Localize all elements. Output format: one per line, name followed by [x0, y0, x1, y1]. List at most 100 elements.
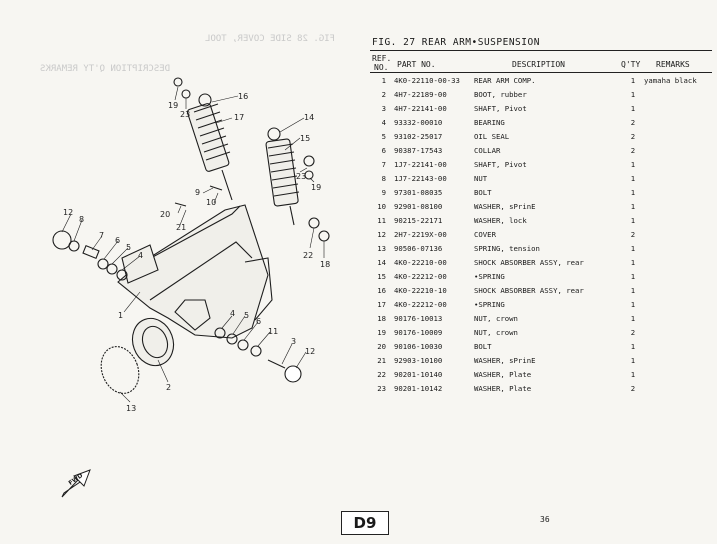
ref-no: 5 — [381, 132, 386, 141]
part-description: SHAFT, Pivot — [474, 160, 527, 169]
part-description: BOLT — [474, 342, 492, 351]
ref-no: 12 — [377, 230, 386, 239]
column-ref-line1: REF. — [372, 54, 392, 63]
part-qty: 2 — [630, 230, 636, 239]
part-description: NUT, crown — [474, 314, 518, 323]
part-qty: 1 — [630, 174, 636, 183]
part-qty: 2 — [630, 384, 636, 393]
ref-no: 8 — [381, 174, 386, 183]
page-code-badge: D9 — [341, 511, 389, 535]
ref-no: 7 — [381, 160, 386, 169]
callout-4-right: 4 — [230, 309, 235, 318]
part-no: 90201-10140 — [394, 370, 443, 379]
ref-no: 22 — [377, 370, 386, 379]
part-qty: 1 — [630, 188, 636, 197]
parts-row: 12 2H7-2219X-00 COVER 2 — [372, 230, 712, 244]
part-description: COVER — [474, 230, 496, 239]
part-no: 4K0-22110-00-33 — [394, 76, 460, 85]
part-qty: 1 — [630, 202, 636, 211]
callout-12-left: 12 — [63, 208, 73, 217]
part-qty: 1 — [630, 342, 636, 351]
part-qty: 1 — [630, 314, 636, 323]
ref-no: 19 — [377, 328, 386, 337]
ref-no: 21 — [377, 356, 386, 365]
front-arrow-icon — [61, 469, 91, 498]
column-ref-line2: NO. — [374, 63, 389, 72]
part-qty: 1 — [630, 216, 636, 225]
callout-6-right: 6 — [256, 317, 261, 326]
page-number: 36 — [540, 515, 550, 524]
part-no: 90215-22171 — [394, 216, 443, 225]
ref-no: 1 — [381, 76, 386, 85]
part-description: WASHER, sPrinE — [474, 356, 536, 365]
part-qty: 1 — [630, 104, 636, 113]
part-description: WASHER, Plate — [474, 370, 532, 379]
callout-23-right: 23 — [296, 172, 306, 181]
callout-21: 21 — [176, 223, 186, 232]
part-no: 4K0-22210-00 — [394, 258, 447, 267]
part-description: WASHER, lock — [474, 216, 527, 225]
part-qty: 1 — [630, 356, 636, 365]
part-no: 4K0-22210-10 — [394, 286, 447, 295]
part-qty: 1 — [630, 160, 636, 169]
header-rule-top — [370, 50, 712, 51]
part-no: 93332-00010 — [394, 118, 443, 127]
part-remarks: yamaha black — [644, 76, 697, 85]
parts-row: 16 4K0-22210-10 SHOCK ABSORBER ASSY, rear 1 — [372, 286, 712, 300]
part-description: •SPRING — [474, 300, 505, 309]
part-description: SHOCK ABSORBER ASSY, rear — [474, 286, 584, 295]
part-qty: 1 — [630, 90, 636, 99]
part-description: BOLT — [474, 188, 492, 197]
callout-18: 18 — [320, 260, 330, 269]
ref-no: 15 — [377, 272, 386, 281]
part-description: NUT — [474, 174, 488, 183]
callout-4-left: 4 — [138, 251, 143, 260]
callout-22: 22 — [303, 251, 313, 260]
part-no: 90201-10142 — [394, 384, 443, 393]
parts-row: 20 90106-10030 BOLT 1 — [372, 342, 712, 356]
callout-9: 9 — [195, 188, 200, 197]
part-no: 90176-10013 — [394, 314, 443, 323]
part-qty: 2 — [630, 132, 636, 141]
ref-no: 20 — [377, 342, 386, 351]
callout-10: 10 — [206, 198, 216, 207]
column-remarks: REMARKS — [656, 60, 690, 69]
part-description: SPRING, tension — [474, 244, 540, 253]
ref-no: 2 — [381, 90, 386, 99]
part-description: NUT, crown — [474, 328, 518, 337]
header-rule-bottom — [370, 72, 712, 73]
shock-absorber-left — [186, 93, 233, 201]
callout-19-right: 19 — [311, 183, 321, 192]
callout-17: 17 — [234, 113, 244, 122]
callout-14: 14 — [304, 113, 314, 122]
part-no: 2H7-2219X-00 — [394, 230, 447, 239]
part-qty: 1 — [630, 286, 636, 295]
ref-no: 13 — [377, 244, 386, 253]
callout-20: 20 — [160, 210, 170, 219]
part-no: 90176-10009 — [394, 328, 443, 337]
part-description: WASHER, Plate — [474, 384, 532, 393]
callout-16: 16 — [238, 92, 248, 101]
part-qty: 1 — [630, 272, 636, 281]
callout-7: 7 — [99, 231, 104, 240]
part-qty: 2 — [630, 328, 636, 337]
ref-no: 16 — [377, 286, 386, 295]
ref-no: 4 — [381, 118, 386, 127]
part-no: 4H7-22141-00 — [394, 104, 447, 113]
callout-12-right: 12 — [305, 347, 315, 356]
callout-6-left: 6 — [115, 236, 120, 245]
part-no: 92903-10100 — [394, 356, 443, 365]
callout-5-right: 5 — [244, 311, 249, 320]
part-no: 90106-10030 — [394, 342, 443, 351]
